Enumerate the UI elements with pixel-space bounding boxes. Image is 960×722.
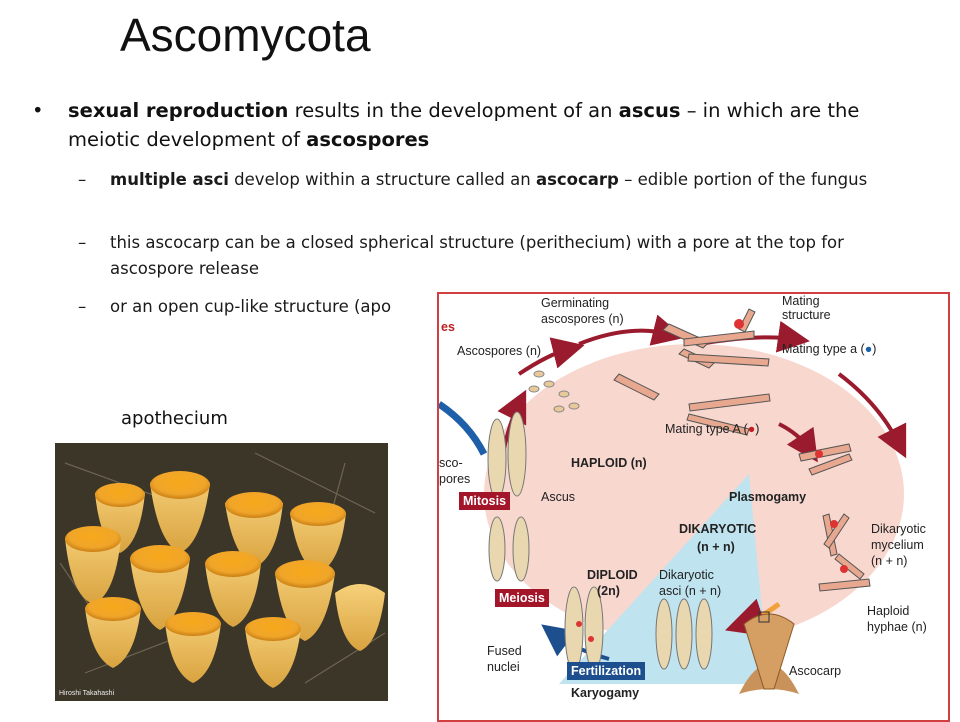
mating-structure-label-2: structure [782,308,831,322]
sub2-text: this ascocarp can be a closed spherical … [110,233,844,278]
main-bullet: • sexual reproduction results in the dev… [32,96,928,154]
plasmogamy-label: Plasmogamy [729,490,807,504]
sub1-text-1: develop within a structure called an [228,170,536,189]
diploid-label-2: (2n) [597,584,620,598]
dikaryotic-mycelium-label-3: (n + n) [871,554,908,568]
mating-structure-label: Mating [782,294,820,308]
karyogamy-label: Karyogamy [571,686,640,700]
fertilization-badge: Fertilization [567,662,646,680]
term-multiple-asci: multiple asci [110,170,229,189]
apothecium-photo: Hiroshi Takahashi [55,443,388,701]
sub1-text-2: – edible portion of the fungus [618,170,868,189]
diploid-label: DIPLOID [587,568,638,582]
fused-nuclei-label-1: Fused [487,644,522,658]
life-cycle-graphics [439,308,907,694]
mitosis-badge: Mitosis [459,492,511,510]
mating-type-A-label: Mating type A (●) [665,422,760,436]
ascospores-fragment-1: sco- [439,456,463,470]
germinating-label-2: ascospores (n) [541,312,624,326]
ascocarp-label: Ascocarp [789,664,842,678]
slide-title: Ascomycota [120,9,371,61]
ascospores-fragment-2: pores [439,472,471,486]
meiosis-badge: Meiosis [495,589,549,607]
term-ascocarp: ascocarp [535,170,619,189]
ascomycete-life-cycle-diagram: es Germinating ascospores (n) Mating str… [437,292,950,722]
term-ascus: ascus [618,99,681,122]
dikaryotic-mycelium-label-2: mycelium [871,538,924,552]
dikaryotic-asci-label-2: asci (n + n) [659,584,722,598]
haploid-hyphae-label-1: Haploid [867,604,910,618]
ascospores-label: Ascospores (n) [457,344,542,358]
dikaryotic-asci-label-1: Dikaryotic [659,568,714,582]
sub-bullet-2: – this ascocarp can be a closed spherica… [78,230,925,282]
dikaryotic-label-2: (n + n) [697,540,735,554]
fused-nuclei-label-2: nuclei [487,660,520,674]
sub3-text: or an open cup-like structure (apo [110,297,392,316]
bullet-dot: • [32,99,44,122]
mating-type-a-label: Mating type a (●) [782,342,877,356]
photo-credit: Hiroshi Takahashi [59,690,115,697]
germinating-label: Germinating [541,296,610,310]
sub-bullet-3: – or an open cup-like structure (apo [78,294,925,320]
dash: – [78,233,87,252]
haploid-hyphae-label-2: hyphae (n) [867,620,927,634]
bullet-text-1: results in the development of an [288,99,619,122]
apothecium-label: apothecium [121,408,228,429]
sub-bullet-1: – multiple asci develop within a structu… [78,167,925,193]
dikaryotic-label: DIKARYOTIC [679,522,757,536]
term-ascospores: ascospores [306,128,430,151]
term-sexual-reproduction: sexual reproduction [68,99,289,122]
ascus-label: Ascus [541,490,576,504]
dash: – [78,297,87,316]
dash: – [78,170,87,189]
dikaryotic-mycelium-label-1: Dikaryotic [871,522,926,536]
haploid-label: HAPLOID (n) [571,456,647,470]
cup-fungi-illustration [55,443,388,701]
corner-text: es [441,320,455,334]
bullet-text-2: – in which are the meiotic development o… [68,99,860,151]
